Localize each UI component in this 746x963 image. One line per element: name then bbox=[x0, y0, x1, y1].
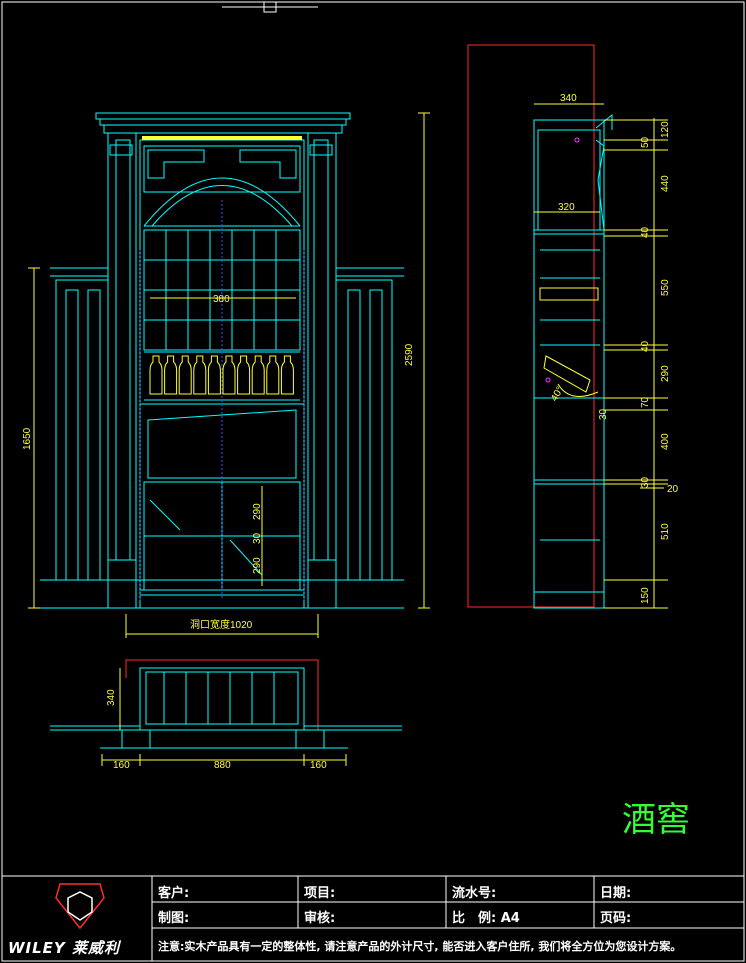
dim-height-total: 2590 bbox=[404, 343, 415, 366]
side-dim-h4: 40 bbox=[640, 226, 651, 238]
dim-opening: 洞口宽度1020 bbox=[190, 618, 253, 631]
brand-logo bbox=[55, 883, 105, 930]
front-centerlines bbox=[139, 200, 305, 600]
wine-bottle bbox=[178, 355, 192, 395]
drawing-title: 酒窖 bbox=[622, 800, 690, 840]
side-dim-h8: 70 bbox=[640, 396, 651, 408]
side-dim-h14: 20 bbox=[667, 484, 679, 495]
cornice-dentils bbox=[142, 136, 302, 140]
wine-bottle bbox=[280, 355, 294, 395]
tb-note: 注意:实木产品具有一定的整体性, 请注意产品的外计尺寸, 能否进入客户住所, 我… bbox=[158, 940, 682, 953]
side-dim-h5: 550 bbox=[660, 279, 671, 296]
front-dims bbox=[28, 112, 430, 638]
side-dim-h1: 120 bbox=[660, 121, 671, 138]
side-dim-gap: 30 bbox=[598, 408, 609, 420]
wine-bottle bbox=[164, 355, 178, 395]
side-dim-h6: 40 bbox=[640, 340, 651, 352]
side-dim-h11: 510 bbox=[660, 523, 671, 540]
side-dim-depth-inner: 320 bbox=[558, 202, 575, 213]
side-dim-h12: 150 bbox=[640, 587, 651, 604]
plan-view bbox=[50, 659, 402, 766]
side-dim-h9: 400 bbox=[660, 433, 671, 450]
tb-project: 项目: bbox=[304, 886, 336, 901]
tb-client: 客户: bbox=[158, 886, 190, 901]
dim-center-width: 380 bbox=[213, 294, 230, 305]
tb-date: 日期: bbox=[600, 886, 632, 901]
wine-bottles bbox=[149, 355, 294, 395]
tb-review: 审核: bbox=[304, 911, 336, 926]
wine-bottle bbox=[207, 355, 221, 395]
dim-shelf-a: 290 bbox=[252, 503, 263, 520]
brand-name: WILEY 莱威利 bbox=[8, 939, 121, 957]
side-dim-angle: 40° bbox=[549, 385, 566, 404]
wine-bottle bbox=[149, 355, 163, 395]
side-dim-depth-top: 340 bbox=[560, 93, 577, 104]
wine-bottle bbox=[222, 355, 236, 395]
side-view bbox=[467, 44, 668, 609]
tb-page: 页码: bbox=[600, 911, 632, 926]
dim-shelf-gap: 30 bbox=[252, 532, 263, 544]
dim-shelf-b: 290 bbox=[252, 557, 263, 574]
plan-dim-center: 880 bbox=[214, 760, 231, 771]
tb-drafter: 制图: bbox=[158, 911, 190, 926]
plan-dim-left: 160 bbox=[113, 760, 130, 771]
tb-serial: 流水号: bbox=[452, 886, 497, 901]
plan-dim-right: 160 bbox=[310, 760, 327, 771]
plan-dim-depth: 340 bbox=[106, 689, 117, 706]
dim-height-side: 1650 bbox=[22, 427, 33, 450]
side-dim-h3: 440 bbox=[660, 175, 671, 192]
title-block: 客户: 项目: 流水号: 日期: 制图: 审核: 比 例: A4 页码: 注意:… bbox=[0, 876, 746, 963]
tb-scale: 比 例: A4 bbox=[452, 911, 520, 926]
side-dim-h7: 290 bbox=[660, 365, 671, 382]
side-dim-h10: 30 bbox=[640, 476, 651, 488]
wine-bottle bbox=[237, 355, 251, 395]
title-block-grid bbox=[2, 875, 744, 961]
wine-bottle bbox=[251, 355, 265, 395]
wine-bottle bbox=[193, 355, 207, 395]
top-marker bbox=[222, 1, 318, 13]
side-dim-h2: 50 bbox=[640, 136, 651, 148]
wine-bottle bbox=[266, 355, 280, 395]
